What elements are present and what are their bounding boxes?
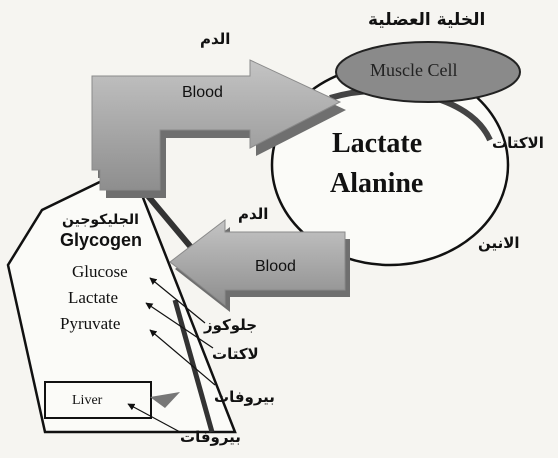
muscle-title-ar: الخلية العضلية [368,10,485,30]
muscle-cell-label: Muscle Cell [370,60,458,81]
blood-bottom-label: Blood [255,258,296,276]
pyruvate-label: Pyruvate [60,314,120,334]
glucose-ar-label: جلوكوز [204,316,257,334]
glycogen-label: Glycogen [60,230,142,251]
blood-top-label: Blood [182,84,223,102]
alanine-ar-label: الانين [478,234,520,252]
pyruvate2-ar-label: بيروفات [180,428,241,446]
alanine-label: Alanine [330,168,423,200]
blood-bottom-ar: الدم [238,205,268,223]
liver-box-label: Liver [72,393,102,409]
lactate-ar-label: الاكتات [492,134,544,152]
glycogen-ar: الجليكوجين [62,212,139,228]
glucose-label: Glucose [72,262,128,282]
pyruvate-ar-label: بيروفات [214,388,275,406]
lactate-label: Lactate [332,128,422,160]
blood-top-ar: الدم [200,30,230,48]
lactate-liver-label: Lactate [68,288,118,308]
lactate-side-ar-label: لاكتات [212,345,259,363]
